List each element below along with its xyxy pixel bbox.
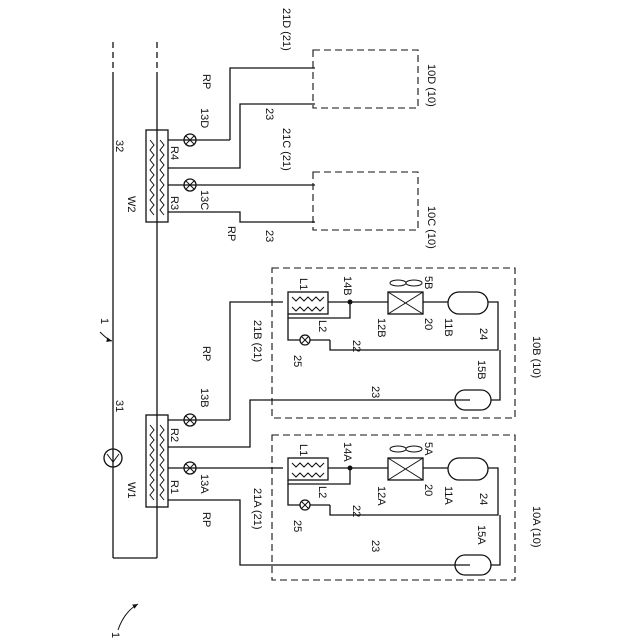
label-22-a: 22 xyxy=(350,505,362,517)
label-11a: 11A xyxy=(442,486,454,505)
label-pipe-23-d: 23 xyxy=(263,108,275,120)
label-circuit: 1 xyxy=(98,318,110,324)
label-24-b: 24 xyxy=(477,328,489,340)
label-valve-13c: 13C xyxy=(198,190,210,210)
unit-10c-box xyxy=(313,172,418,230)
unit-10b xyxy=(272,268,515,418)
label-r1: R1 xyxy=(168,480,180,494)
label-figure-number: 1 xyxy=(109,632,121,638)
label-25-b: 25 xyxy=(291,355,303,367)
label-20-b: 20 xyxy=(422,318,434,330)
label-11b: 11B xyxy=(442,318,454,337)
label-15a: 15A xyxy=(475,525,487,545)
label-25-a: 25 xyxy=(291,520,303,532)
label-l2-a: L2 xyxy=(316,486,328,498)
label-w1: W1 xyxy=(125,482,137,499)
label-unit-10a: 10A (10) xyxy=(530,506,542,548)
label-pipe-21d: 21D (21) xyxy=(280,8,292,51)
label-unit-10d: 10D (10) xyxy=(425,64,437,107)
label-hx-31: 31 xyxy=(113,400,125,412)
label-14a: 14A xyxy=(341,442,353,462)
label-valve-13b: 13B xyxy=(198,388,210,408)
figure-leader-arrow xyxy=(118,604,138,630)
piping-r1-r2 xyxy=(168,302,470,565)
label-l1-a: L1 xyxy=(297,444,309,456)
unit-10a xyxy=(272,435,515,580)
label-15b: 15B xyxy=(475,360,487,380)
label-14b: 14B xyxy=(341,276,353,296)
label-pipe-23-a: 23 xyxy=(369,540,381,552)
label-5b: 5B xyxy=(422,276,434,289)
heat-exchanger-w1 xyxy=(146,415,168,507)
label-22-b: 22 xyxy=(350,340,362,352)
primary-loop-leader xyxy=(100,332,112,341)
heat-exchanger-w2 xyxy=(146,130,168,222)
label-rp-2: RP xyxy=(225,226,237,241)
label-pipe-23-b: 23 xyxy=(369,386,381,398)
label-rp-1: RP xyxy=(200,74,212,89)
label-unit-10b: 10B (10) xyxy=(530,336,542,378)
label-hx-32: 32 xyxy=(113,140,125,152)
label-pipe-21a: 21A (21) xyxy=(251,488,263,530)
diagram-labels: 1 1 W1 W2 31 32 R1 R2 R3 R4 13A 13B 13C … xyxy=(98,8,542,638)
label-l1-b: L1 xyxy=(297,278,309,290)
label-12b: 12B xyxy=(375,318,387,338)
primary-loop xyxy=(113,42,157,558)
label-r3: R3 xyxy=(168,196,180,210)
label-valve-13a: 13A xyxy=(198,474,210,494)
label-12a: 12A xyxy=(375,486,387,506)
label-unit-10c: 10C (10) xyxy=(425,206,437,249)
label-valve-13d: 13D xyxy=(198,108,210,128)
label-r2: R2 xyxy=(168,428,180,442)
label-rp-4: RP xyxy=(200,512,212,527)
unit-10d-box xyxy=(313,50,418,108)
label-rp-3: RP xyxy=(200,346,212,361)
label-5a: 5A xyxy=(422,442,434,456)
label-l2-b: L2 xyxy=(316,320,328,332)
label-24-a: 24 xyxy=(477,493,489,505)
label-20-a: 20 xyxy=(422,484,434,496)
label-pipe-21c: 21C (21) xyxy=(280,128,292,171)
label-w2: W2 xyxy=(125,196,137,213)
label-pipe-21b: 21B (21) xyxy=(251,320,263,362)
label-r4: R4 xyxy=(168,146,180,160)
label-pipe-23-c: 23 xyxy=(263,230,275,242)
